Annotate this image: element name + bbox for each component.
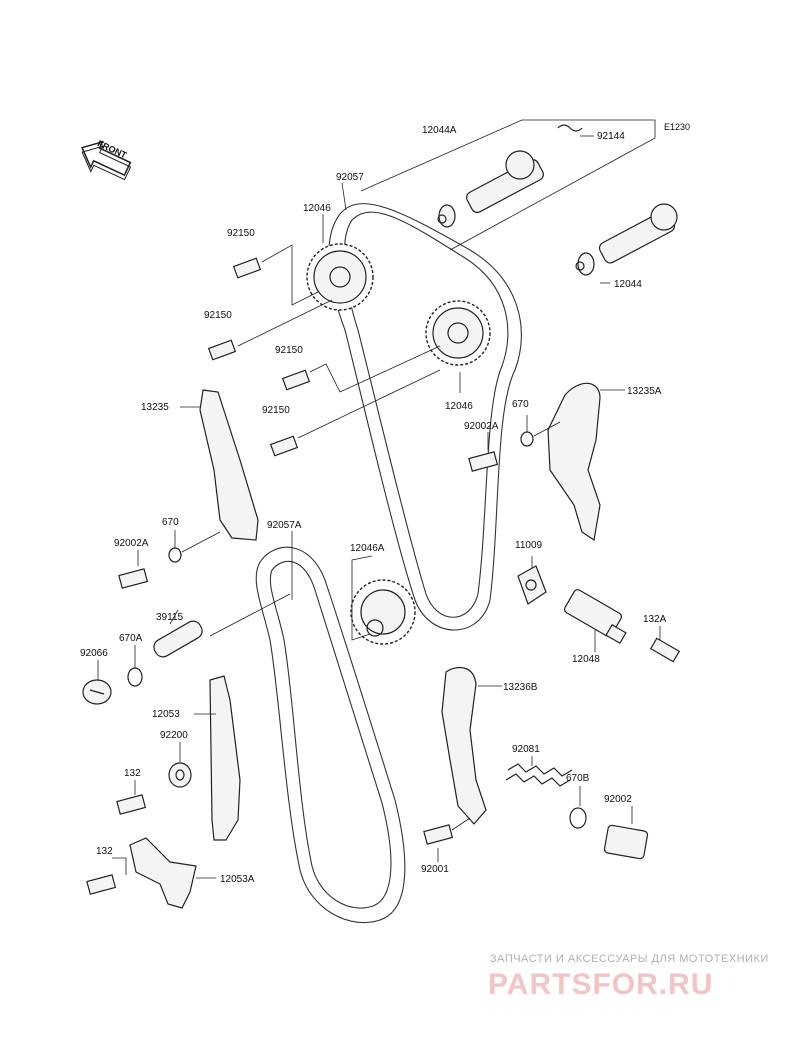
- label-92001: 92001: [421, 864, 449, 875]
- label-13235: 13235: [141, 402, 169, 413]
- plug-92066: [82, 679, 112, 705]
- upper-cam-chain-92057: [328, 203, 522, 631]
- pin-39115: [153, 620, 203, 658]
- label-92200: 92200: [160, 730, 188, 741]
- label-11009: 11009: [515, 540, 543, 551]
- spring-92081: [505, 763, 573, 787]
- label-12046-top: 12046: [303, 203, 331, 214]
- label-13235a: 13235A: [627, 386, 662, 397]
- watermark-logo: PARTSFOR.RU: [488, 968, 713, 1001]
- crank-sprocket-12046a: [350, 579, 416, 645]
- o-ring-670-right: [520, 431, 534, 447]
- bolt-132-a: [116, 794, 147, 815]
- label-92066: 92066: [80, 648, 108, 659]
- plug-92002: [603, 824, 649, 860]
- label-12044: 12044: [614, 279, 642, 290]
- o-ring-670-left: [168, 547, 182, 563]
- label-92150-c: 92150: [275, 345, 303, 356]
- label-12053a: 12053A: [220, 874, 255, 885]
- label-92150-a: 92150: [227, 228, 255, 239]
- tensioner-guide-13235a: [547, 382, 601, 542]
- o-ring-670a: [127, 667, 143, 687]
- diagram-code: E1230: [664, 122, 690, 132]
- label-92081: 92081: [512, 744, 540, 755]
- label-12044a: 12044A: [422, 125, 457, 136]
- bolt-92001: [423, 824, 454, 845]
- watermark-tagline: ЗАПЧАСТИ И АКСЕССУАРЫ ДЛЯ МОТОТЕХНИКИ: [490, 953, 769, 965]
- label-92150-d: 92150: [262, 405, 290, 416]
- label-92150-b: 92150: [204, 310, 232, 321]
- label-670-top: 670: [512, 399, 529, 410]
- chain-guide-12053a: [129, 837, 197, 909]
- front-arrow-icon: [81, 140, 132, 181]
- bolt-92150-b: [207, 339, 237, 361]
- bolt-132a: [649, 637, 681, 663]
- clip-92144: [557, 124, 583, 132]
- bolt-132-b: [86, 874, 117, 895]
- washer-92200: [168, 762, 192, 788]
- bolt-92002a-left: [118, 568, 149, 589]
- lower-cam-chain-92057a: [255, 546, 406, 924]
- bolt-92150-d: [269, 435, 299, 457]
- label-12046-mid: 12046: [445, 401, 473, 412]
- label-132-a: 132: [124, 768, 141, 779]
- label-670-left: 670: [162, 517, 179, 528]
- label-12053: 12053: [152, 709, 180, 720]
- label-670b: 670B: [566, 773, 590, 784]
- label-12046a: 12046A: [350, 543, 385, 554]
- cam-sprocket-12046-top: [306, 243, 374, 311]
- label-92002: 92002: [604, 794, 632, 805]
- camshaft-12044: [575, 203, 678, 276]
- label-92002a-right: 92002A: [464, 421, 499, 432]
- camshaft-12044a: [437, 150, 544, 228]
- bolt-92150-c: [281, 369, 311, 391]
- o-ring-670b: [569, 807, 587, 829]
- chain-guide-12053: [209, 675, 241, 841]
- camshaft-group-bracket: [360, 119, 656, 251]
- label-132a: 132A: [643, 614, 667, 625]
- tensioner-12048: [563, 589, 627, 645]
- bolt-92150-a: [232, 257, 262, 279]
- label-39115: 39115: [156, 612, 184, 623]
- chain-guide-13235: [199, 389, 259, 541]
- tensioner-guide-13236b: [441, 666, 487, 825]
- label-12048: 12048: [572, 654, 600, 665]
- bolt-92002a-right: [468, 451, 499, 472]
- cam-sprocket-12046-mid: [425, 300, 491, 366]
- label-13236b: 13236B: [503, 682, 538, 693]
- label-92057a: 92057A: [267, 520, 302, 531]
- gasket-11009: [517, 565, 547, 605]
- label-132-b: 132: [96, 846, 113, 857]
- label-92144: 92144: [597, 131, 625, 142]
- label-670a: 670A: [119, 633, 143, 644]
- label-92002a-left: 92002A: [114, 538, 149, 549]
- label-92057: 92057: [336, 172, 364, 183]
